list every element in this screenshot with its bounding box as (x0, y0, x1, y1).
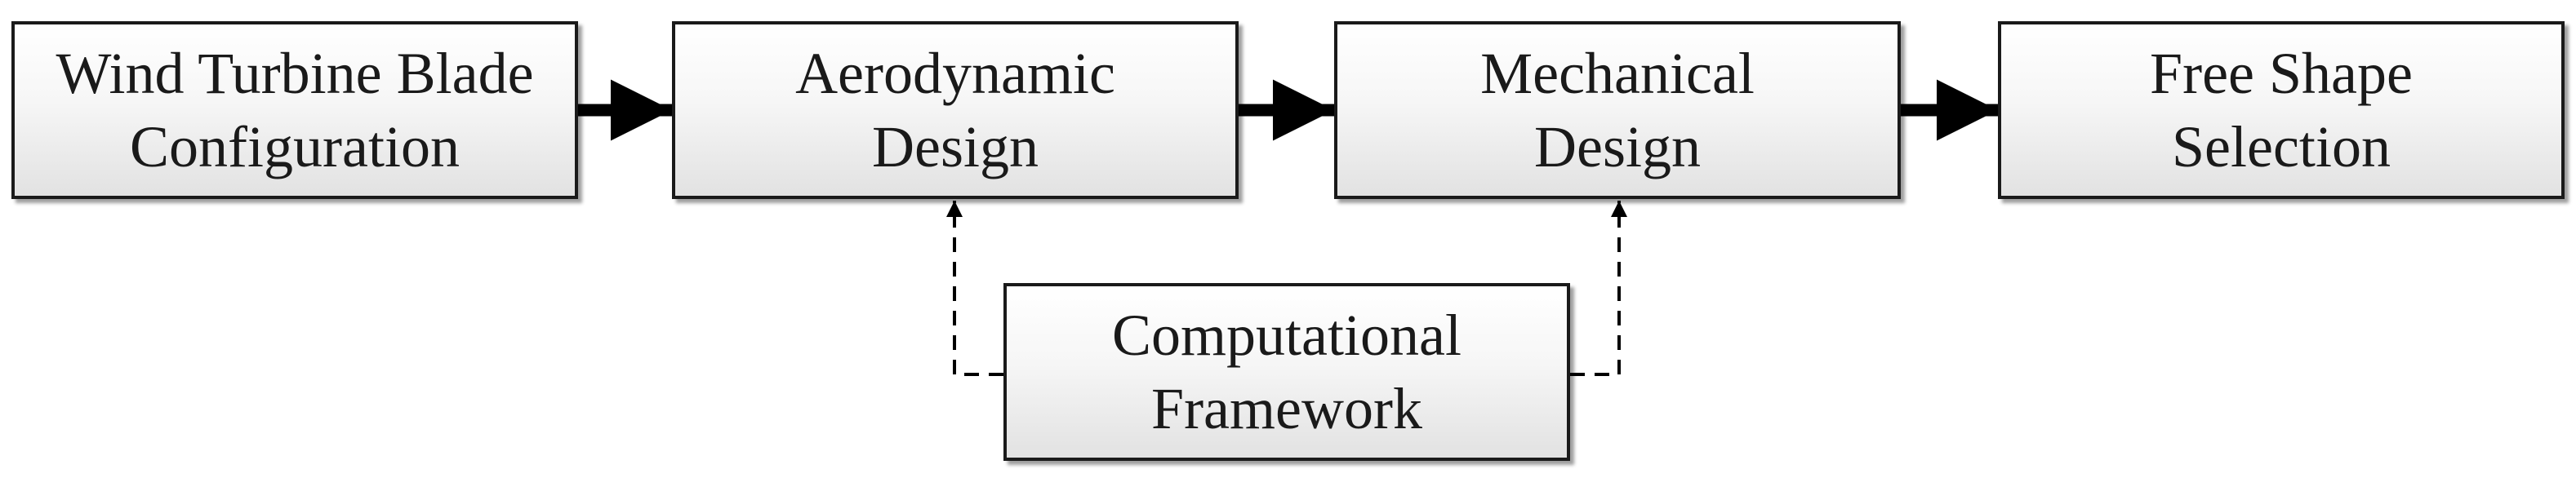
aerodynamic-design-label: Aerodynamic Design (795, 41, 1115, 179)
aerodynamic-design-box: Aerodynamic Design (672, 21, 1239, 199)
dashed-arrow-framework-to-aero (946, 201, 1003, 376)
computational-framework-box: Computational Framework (1003, 283, 1570, 461)
mechanical-design-label: Mechanical Design (1480, 41, 1755, 179)
dashed-arrow-framework-to-mech (1570, 201, 1627, 376)
free-shape-selection-box: Free Shape Selection (1998, 21, 2565, 199)
wind-turbine-blade-configuration-box: Wind Turbine Blade Configuration (11, 21, 578, 199)
wind-turbine-blade-configuration-label: Wind Turbine Blade Configuration (56, 41, 534, 179)
computational-framework-label: Computational Framework (1112, 303, 1462, 441)
free-shape-selection-label: Free Shape Selection (2150, 41, 2413, 179)
mechanical-design-box: Mechanical Design (1334, 21, 1901, 199)
